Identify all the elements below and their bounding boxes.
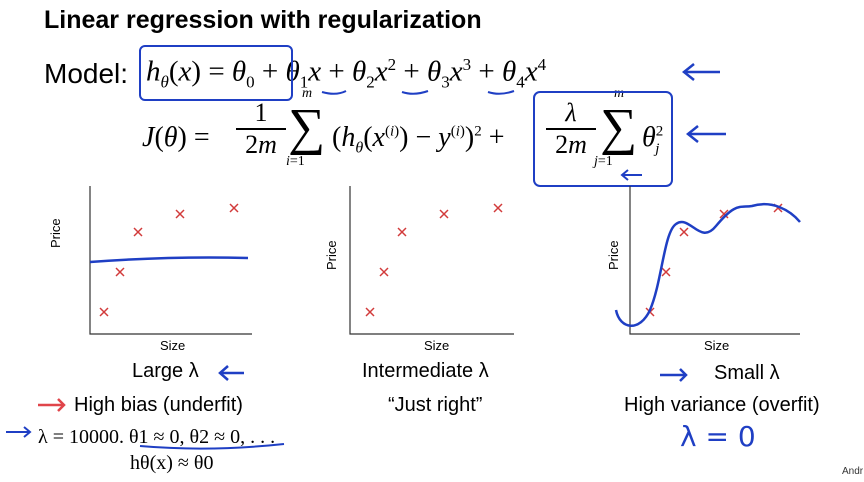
plot1-case: Large λ — [132, 360, 199, 382]
data-point-marker — [397, 227, 407, 237]
arrow-right-icon — [6, 426, 32, 438]
plot3-xlabel: Size — [704, 338, 730, 353]
plot3-extra: λ = 0 — [680, 420, 756, 453]
plot2-xlabel: Size — [424, 338, 450, 353]
plot3-desc: High variance (overfit) — [624, 394, 820, 416]
data-point-marker — [229, 203, 239, 213]
plot1-extra: λ = 10000. θ1 ≈ 0, θ2 ≈ 0, . . . — [38, 426, 276, 448]
slide-title: Linear regression with regularization — [44, 6, 482, 34]
data-point-marker — [99, 307, 109, 317]
data-point-marker — [365, 307, 375, 317]
model-label: Model: — [44, 58, 129, 89]
plot1-xlabel: Size — [160, 338, 186, 353]
underline-theta1 — [321, 90, 347, 95]
plot1-extra2: hθ(x) ≈ θ0 — [130, 452, 214, 474]
data-point-marker — [175, 209, 185, 219]
data-point-marker — [439, 209, 449, 219]
data-point-marker — [661, 267, 671, 277]
arrow-right-icon — [38, 398, 66, 412]
arrow-left-icon — [685, 125, 726, 143]
data-point-marker — [719, 209, 729, 219]
arrow-left-icon — [218, 365, 244, 381]
footer-author: Andr — [842, 466, 864, 477]
plot1-axes — [89, 186, 252, 335]
data-point-marker — [493, 203, 503, 213]
model-h0-box — [139, 45, 293, 101]
underline-theta2 — [401, 90, 429, 95]
plot1-fit-line — [89, 256, 249, 264]
underline-theta3 — [487, 90, 515, 95]
data-point-marker — [679, 227, 689, 237]
arrow-left-icon — [620, 169, 642, 181]
model-equation: hθ(x) = θ0 + θ1x + θ2x2 + θ3x3 + θ4x4 — [146, 55, 547, 92]
plot2-axes — [349, 186, 514, 335]
data-point-marker — [115, 267, 125, 277]
data-point-marker — [379, 267, 389, 277]
plot3-fit-curve — [614, 203, 801, 327]
underline-theta-approx-zero — [139, 443, 285, 450]
plot3-axes — [629, 186, 800, 335]
arrow-left-icon — [681, 63, 720, 81]
arrow-right-icon — [660, 368, 688, 382]
regularization-box — [533, 91, 673, 187]
plot2-case: Intermediate λ — [362, 360, 489, 382]
plot1-desc: High bias (underfit) — [74, 394, 243, 416]
data-point-marker — [133, 227, 143, 237]
plot3-case: Small λ — [714, 362, 780, 384]
plot2-desc: “Just right” — [388, 394, 483, 416]
